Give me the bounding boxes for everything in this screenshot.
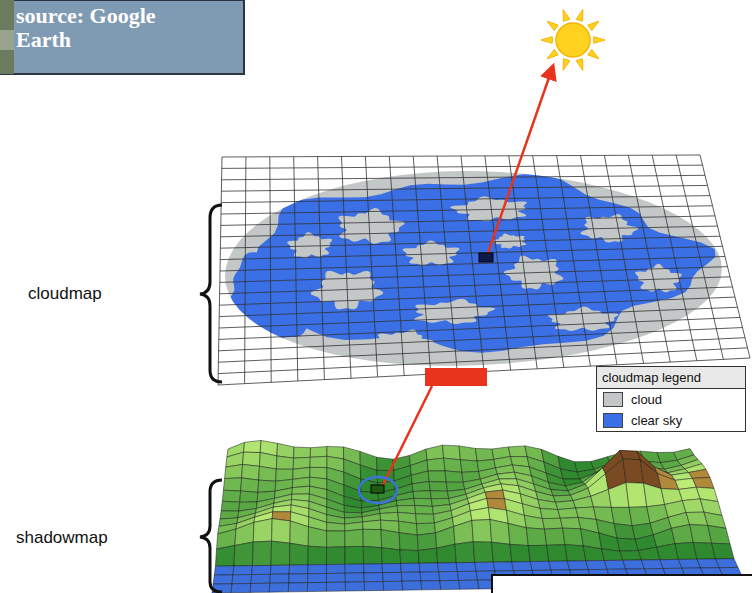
legend-box: cloudmap legend cloud clear sky — [596, 366, 746, 432]
legend-row: cloud — [597, 389, 745, 410]
highlight-circle — [359, 477, 397, 503]
legend-row: clear sky — [597, 410, 745, 431]
legend-swatch — [603, 392, 623, 407]
brace — [200, 480, 222, 592]
caption-box — [492, 575, 752, 593]
legend-text: cloud — [631, 392, 662, 407]
legend-swatch — [603, 413, 623, 428]
legend-text: clear sky — [631, 413, 682, 428]
shadowmap-terrain — [212, 440, 746, 593]
plane-label: shadowmap — [16, 528, 108, 548]
ray-to-sun — [487, 66, 553, 256]
plane-label: cloudmap — [28, 284, 102, 304]
red-marker — [425, 368, 487, 386]
photo-strip — [0, 30, 14, 50]
terrain-cell — [371, 485, 384, 493]
cloud-cell — [479, 253, 493, 262]
cloudmap-plane — [218, 155, 750, 385]
legend-title: cloudmap legend — [597, 367, 745, 389]
photo-strip — [0, 0, 14, 74]
source-box-bg — [0, 0, 244, 74]
ray — [382, 386, 432, 487]
source-box: source: Google Earth — [14, 2, 193, 55]
brace — [200, 205, 222, 382]
source-note: source: Google Earth — [16, 4, 191, 52]
sun — [541, 10, 605, 71]
